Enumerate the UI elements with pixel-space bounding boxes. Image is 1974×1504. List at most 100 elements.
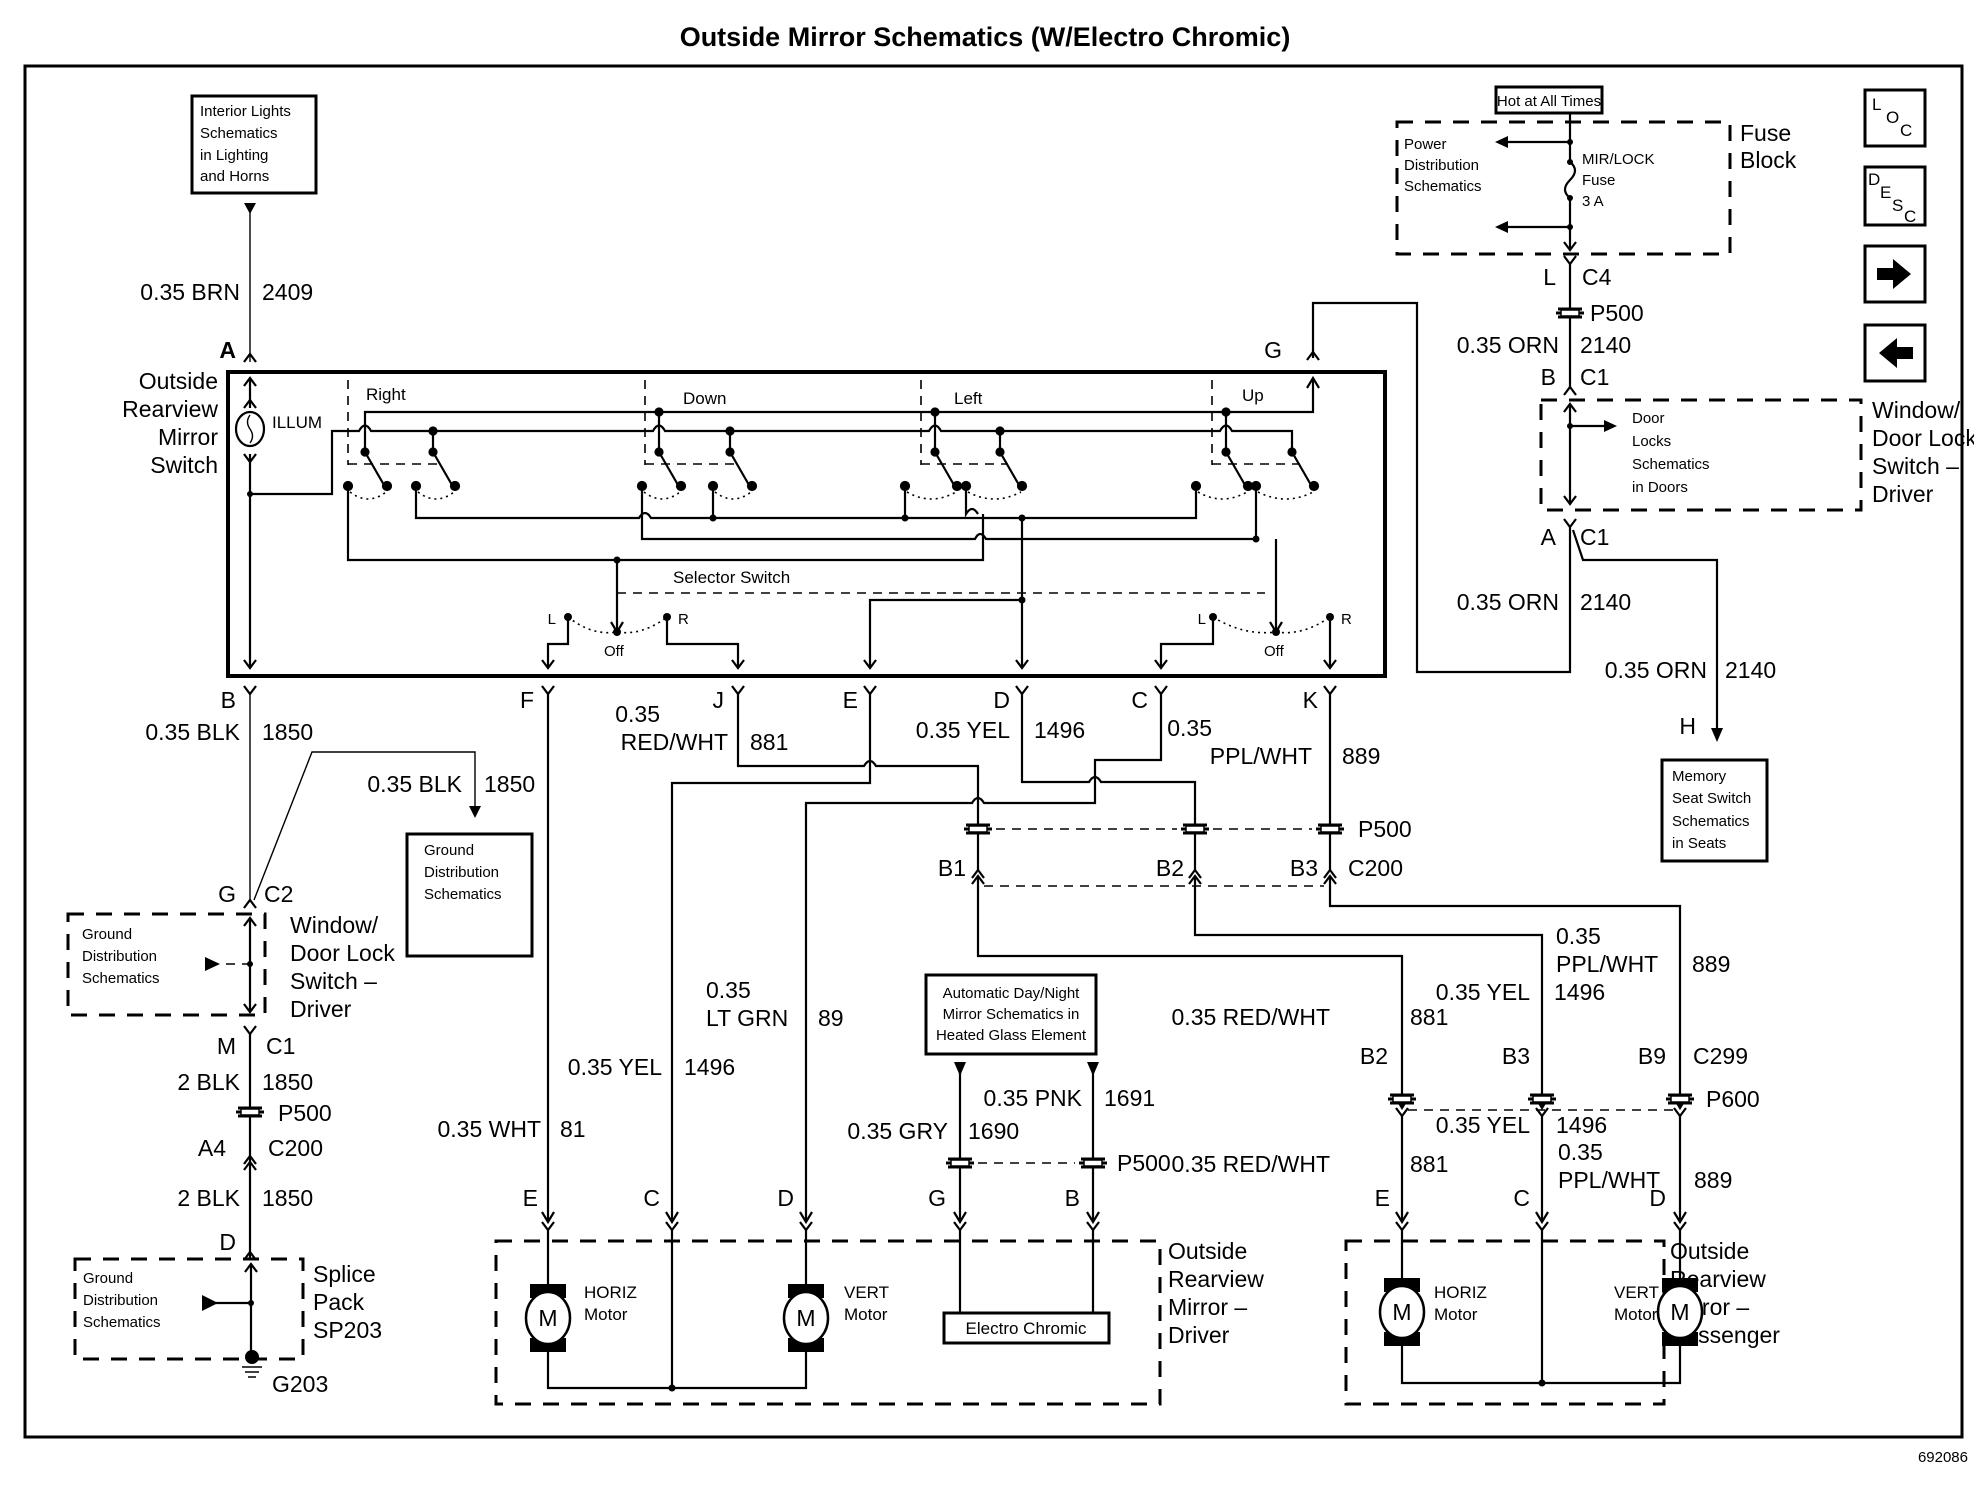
diagram-label: 0.35 [706, 977, 751, 1003]
next-button[interactable] [1863, 244, 1927, 304]
prev-button[interactable] [1863, 323, 1927, 383]
diagram-label: 3 A [1582, 193, 1604, 210]
diagram-label: Motor [1614, 1305, 1658, 1324]
diagram-label: Distribution [1404, 157, 1479, 174]
diagram-label: P500 [1358, 816, 1412, 842]
diagram-label: C [1900, 121, 1912, 140]
diagram-label: PPL/WHT [1210, 743, 1312, 769]
diagram-label: Motor [844, 1305, 888, 1324]
diagram-label: E [1880, 183, 1891, 202]
section-right-label: Right [366, 385, 406, 404]
diagram-label: E [523, 1185, 538, 1211]
diagram-label: 1850 [262, 1185, 313, 1211]
switch-output-pins: B F J E D C K G [221, 337, 1337, 713]
diagram-label: O [1886, 108, 1899, 127]
diagram-label: Seat Switch [1672, 790, 1751, 807]
diagram-label: Outside [1670, 1238, 1749, 1264]
interior-lights-ref-box[interactable]: Interior Lights Schematics in Lighting a… [190, 94, 318, 195]
diagram-label: and Horns [200, 168, 269, 185]
diagram-label: 0.35 YEL [916, 717, 1010, 743]
ground-dist-ref-box[interactable]: Ground Distribution Schematics [405, 832, 534, 958]
diagram-label: P500 [278, 1100, 332, 1126]
diagram-label: Mirror [158, 424, 218, 450]
pin-label: A [219, 337, 236, 363]
diagram-label: 889 [1692, 951, 1730, 977]
diagram-label: B1 [938, 855, 966, 881]
diagram-label: 0.35 PNK [984, 1085, 1083, 1111]
diagram-label: C [1904, 207, 1916, 226]
diagram-label: 2140 [1580, 589, 1631, 615]
diagram-label: 0.35 WHT [437, 1116, 541, 1142]
diagram-label: Door Lock [1872, 425, 1974, 451]
diagram-label: Motor [584, 1305, 628, 1324]
auto-day-night-ref-box[interactable]: Automatic Day/Night Mirror Schematics in… [924, 973, 1098, 1056]
diagram-label: 889 [1342, 743, 1380, 769]
diagram-label: Distribution [424, 864, 499, 881]
illum-label: ILLUM [272, 413, 322, 432]
page-title: Outside Mirror Schematics (W/Electro Chr… [680, 22, 1291, 52]
diagram-label: B2 [1156, 855, 1184, 881]
diagram-label: Outside [139, 368, 218, 394]
wdl-switch-driver-top: Window/ Door Lock Switch – Driver Door L… [1539, 397, 1974, 512]
diagram-label: Power [1404, 136, 1447, 153]
diagram-label: Mirror Schematics in [943, 1006, 1080, 1023]
diagram-label: R [1341, 611, 1352, 628]
diagram-label: Schematics [200, 125, 278, 142]
diagram-label: Block [1740, 147, 1797, 173]
diagram-label: MIR/LOCK [1582, 151, 1655, 168]
section-down-label: Down [683, 389, 726, 408]
diagram-label: B [1065, 1185, 1080, 1211]
diagram-label: 0.35 ORN [1605, 657, 1707, 683]
diagram-label: 0.35 YEL [1436, 979, 1530, 1005]
diagram-label: J [713, 687, 725, 713]
diagram-label: in Lighting [200, 147, 268, 164]
diagram-label: PPL/WHT [1558, 1167, 1660, 1193]
diagram-label: Door [1632, 410, 1665, 427]
diagram-label: Interior Lights [200, 103, 291, 120]
diagram-label: 1691 [1104, 1085, 1155, 1111]
diagram-label: PPL/WHT [1556, 951, 1658, 977]
memory-seat-ref-box[interactable]: Memory Seat Switch Schematics in Seats [1660, 758, 1769, 863]
diagram-label: R [678, 611, 689, 628]
diagram-label: Fuse [1740, 120, 1791, 146]
diagram-label: RED/WHT [621, 729, 728, 755]
diagram-label: 81 [560, 1116, 586, 1142]
diagram-label: Rearview [122, 396, 218, 422]
ground-label: G203 [272, 1371, 328, 1397]
diagram-label: G [218, 881, 236, 907]
diagram-label: Rearview [1168, 1266, 1264, 1292]
diagram-label: M [538, 1305, 557, 1331]
diagram-label: Driver [1872, 481, 1934, 507]
diagram-label: Off [604, 643, 625, 660]
diagram-label: C299 [1693, 1043, 1748, 1069]
diagram-label: Locks [1632, 433, 1671, 450]
diagram-label: Ground [82, 926, 132, 943]
diagram-label: HORIZ [584, 1283, 637, 1302]
diagram-label: 0.35 YEL [568, 1054, 662, 1080]
diagram-label: Ground [83, 1270, 133, 1287]
diagram-label: Driver [1168, 1322, 1230, 1348]
diagram-label: 0.35 [1556, 923, 1601, 949]
diagram-label: 2140 [1725, 657, 1776, 683]
diagram-label: Off [1264, 643, 1285, 660]
diagram-label: C1 [1580, 364, 1609, 390]
diagram-label: VERT [1614, 1283, 1659, 1302]
diagram-label: A [1541, 524, 1557, 550]
fuse-block: Fuse Block Power Distribution Schematics… [1395, 113, 1797, 256]
diagram-label: 0.35 [1167, 715, 1212, 741]
diagram-label: D [777, 1185, 794, 1211]
diagram-label: L [548, 611, 556, 628]
diagram-label: in Seats [1672, 835, 1726, 852]
diagram-label: Ground [424, 842, 474, 859]
diagram-label: SP203 [313, 1317, 382, 1343]
hot-at-all-times-box: Hot at All Times [1494, 85, 1604, 115]
diagram-label: S [1892, 196, 1903, 215]
diagram-label: H [1679, 713, 1696, 739]
diagram-label: Driver [290, 996, 352, 1022]
diagram-label: Heated Glass Element [936, 1027, 1087, 1044]
diagram-label: B3 [1502, 1043, 1530, 1069]
desc-button[interactable]: D E S C [1863, 165, 1927, 227]
loc-button[interactable]: L O C [1863, 88, 1927, 148]
arrow-right-icon [1877, 259, 1911, 289]
